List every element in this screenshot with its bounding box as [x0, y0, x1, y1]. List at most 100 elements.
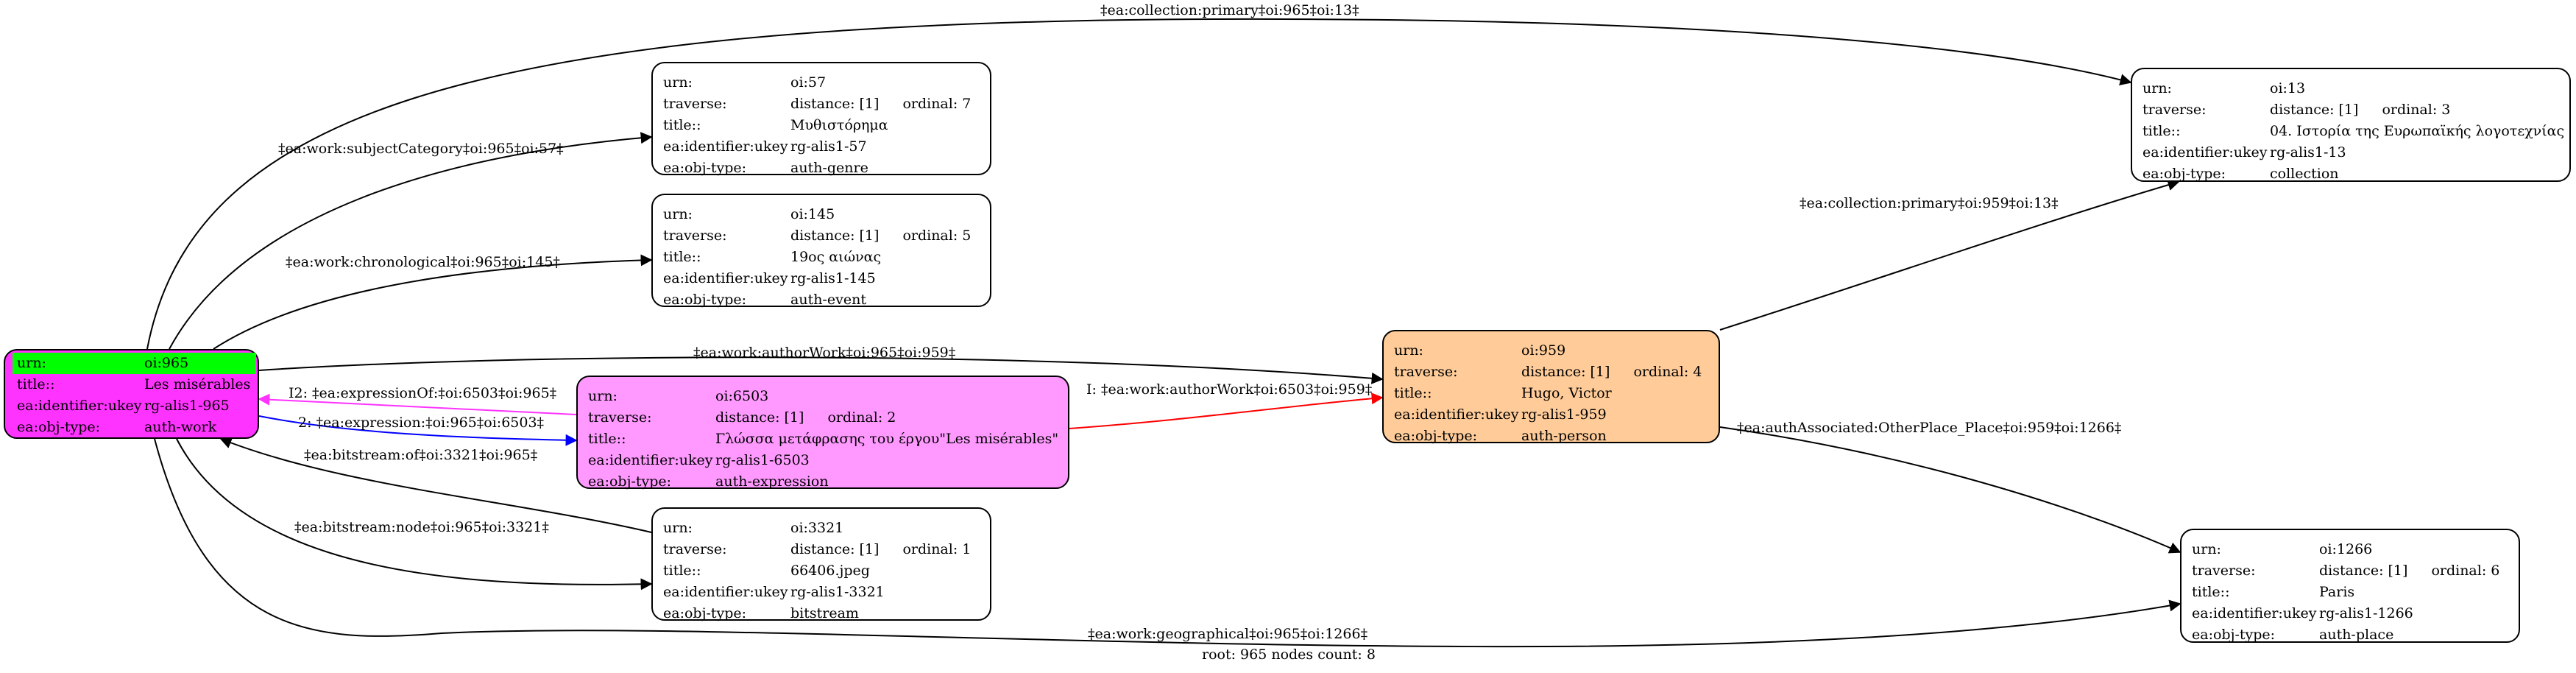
node-event-145[interactable]: urn:oi:145 traverse: distance: [1] ordinal…: [651, 194, 991, 308]
value-objtype: auth-work: [144, 419, 217, 435]
value-urn: oi:959: [1521, 342, 1566, 359]
key-title: title::: [588, 431, 626, 447]
row-objtype: ea:obj-type:auth-expression: [588, 471, 1068, 493]
row-traverse: traverse:distance: [1]ordinal: 3: [2142, 99, 2569, 121]
key-objtype: ea:obj-type:: [2192, 627, 2276, 643]
row-title: title::Μυθιστόρημα: [663, 115, 990, 136]
value-identifier: rg-alis1-1266: [2319, 605, 2413, 621]
value-identifier: rg-alis1-13: [2270, 144, 2346, 161]
value-ordinal: ordinal: 4: [1633, 364, 1702, 380]
key-traverse: traverse:: [2142, 102, 2207, 118]
node-place-1266[interactable]: urn: oi:1266 traverse: distance: [1] ordina…: [2180, 529, 2520, 643]
value-identifier: rg-alis1-145: [790, 270, 876, 286]
value-distance: distance: [1]: [1521, 364, 1610, 380]
node-person-959[interactable]: urn:oi:959 traverse:distance: [1]ordinal…: [1382, 330, 1720, 444]
value-objtype: collection: [2270, 166, 2339, 182]
value-distance: distance: [1]: [715, 409, 804, 426]
row-traverse: traverse:distance: [1]ordinal: 4: [1394, 362, 1719, 383]
value-objtype: auth-genre: [790, 160, 868, 176]
value-ordinal: ordinal: 6: [2431, 563, 2500, 579]
row-objtype: ea:obj-type: auth-work: [17, 417, 258, 438]
edge-expr-person: [1069, 392, 1384, 429]
value-distance: distance: [1]: [790, 96, 880, 112]
value-urn: oi:57: [790, 74, 827, 91]
node-expression-6503[interactable]: urn: oi:6503 traverse:distance: [1]ordina…: [576, 376, 1069, 490]
node-root-965[interactable]: urn: oi:965 title:: Les misérables ea:id…: [4, 349, 259, 439]
value-distance: distance: [1]: [790, 541, 880, 557]
value-title: 19ος αιώνας: [790, 249, 882, 265]
edge-root-expr: [258, 415, 578, 446]
value-urn: oi:13: [2270, 80, 2306, 96]
value-identifier: rg-alis1-3321: [790, 584, 885, 600]
row-objtype: ea:obj-type: auth-genre: [663, 158, 990, 179]
row-objtype: ea:obj-type: auth-event: [663, 289, 990, 311]
row-title: title::Paris: [2192, 582, 2519, 603]
row-urn: urn:oi:145: [663, 204, 990, 225]
key-urn: urn:: [663, 74, 693, 91]
key-identifier: ea:identifier:ukey: [2142, 144, 2268, 161]
value-title: 04. Ιστορία της Ευρωπαϊκής λογοτεχνίας: [2270, 123, 2565, 139]
edge-label-expr-person: I: ‡ea:work:authorWork‡oi:6503‡oi:959‡: [1086, 381, 1373, 398]
key-objtype: ea:obj-type:: [663, 160, 747, 176]
key-identifier: ea:identifier:ukey: [663, 138, 788, 155]
edge-expr-root: [258, 393, 577, 415]
value-objtype: auth-event: [790, 292, 866, 308]
row-objtype: ea:obj-type:collection: [2142, 163, 2569, 185]
edge-label-root-place: ‡ea:work:geographical‡oi:965‡oi:1266‡: [1088, 626, 1368, 642]
value-distance: distance: [1]: [790, 228, 880, 244]
key-title: title::: [2142, 123, 2181, 139]
row-urn: urn: oi:965: [13, 353, 256, 374]
value-objtype: auth-person: [1521, 428, 1607, 444]
value-title: 66406.jpeg: [790, 563, 870, 579]
key-traverse: traverse:: [663, 228, 727, 244]
value-title: Paris: [2319, 584, 2355, 600]
edge-root-genre: [169, 132, 653, 350]
value-title: Les misérables: [144, 376, 251, 392]
node-collection-13[interactable]: urn: oi:13 traverse:distance: [1]ordinal:…: [2131, 68, 2571, 182]
node-bitstream-3321[interactable]: urn:oi:3321 traverse:distance: [1]ordina…: [651, 507, 991, 621]
key-traverse: traverse:: [2192, 563, 2256, 579]
value-urn: oi:145: [790, 206, 835, 222]
edge-person-collection: [1719, 179, 2180, 331]
value-urn: oi:6503: [715, 388, 769, 404]
value-identifier: rg-alis1-965: [144, 398, 230, 414]
key-identifier: ea:identifier:ukey: [588, 452, 713, 468]
row-title: title::66406.jpeg: [663, 560, 990, 582]
node-genre-57[interactable]: urn:oi:57 traverse:distance: [1]ordinal:…: [651, 62, 991, 176]
value-ordinal: ordinal: 5: [902, 228, 972, 244]
value-title: Μυθιστόρημα: [790, 117, 888, 133]
edge-label-expr-root: I2: ‡ea:expressionOf:‡oi:6503‡oi:965‡: [289, 385, 557, 401]
edge-label-root-person: ‡ea:work:authorWork‡oi:965‡oi:959‡: [693, 345, 956, 361]
edge-label-root-collection: ‡ea:collection:primary‡oi:965‡oi:13‡: [1100, 2, 1359, 18]
edge-person-place: [1719, 426, 2182, 554]
row-traverse: traverse:distance: [1]ordinal: 7: [663, 94, 990, 115]
key-urn: urn:: [17, 355, 46, 371]
key-title: title::: [663, 249, 701, 265]
key-title: title::: [663, 563, 701, 579]
key-identifier: ea:identifier:ukey: [663, 584, 788, 600]
key-traverse: traverse:: [663, 96, 727, 112]
edge-root-event: [213, 254, 653, 350]
row-title: title::19ος αιώνας: [663, 247, 990, 268]
key-objtype: ea:obj-type:: [663, 292, 747, 308]
row-traverse: traverse: distance: [1] ordinal: 6: [2192, 560, 2519, 582]
key-urn: urn:: [2142, 80, 2172, 96]
row-urn: urn: oi:1266: [2192, 539, 2519, 560]
key-title: title::: [663, 117, 701, 133]
value-identifier: rg-alis1-6503: [715, 452, 810, 468]
key-urn: urn:: [2192, 541, 2221, 557]
edge-root-collection: [146, 18, 2132, 350]
row-urn: urn:oi:3321: [663, 518, 990, 539]
value-distance: distance: [1]: [2319, 563, 2408, 579]
value-urn: oi:965: [144, 355, 189, 371]
key-urn: urn:: [588, 388, 618, 404]
edge-bitstream-root: [219, 437, 652, 533]
row-traverse: traverse:distance: [1]ordinal: 2: [588, 407, 1068, 429]
value-urn: oi:1266: [2319, 541, 2373, 557]
